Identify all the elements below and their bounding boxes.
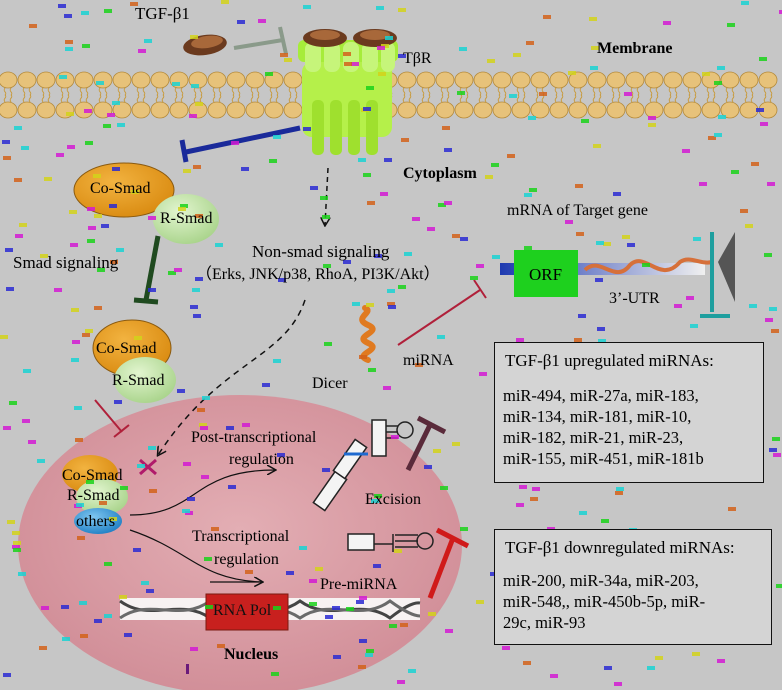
- membrane-label: Membrane: [597, 40, 673, 57]
- co-smad-label-2: Co-Smad: [96, 340, 157, 357]
- post-transcriptional-label-1: Post-transcriptional: [191, 429, 317, 446]
- smad-complex-2: [92, 319, 176, 403]
- tgf-label: TGF-β1: [135, 4, 190, 23]
- smad-signaling-inhibition: [133, 235, 161, 305]
- r-smad-label-3: R-Smad: [67, 487, 120, 504]
- mirna-label: miRNA: [403, 352, 454, 369]
- pre-mirna-inhibitor: [427, 527, 470, 599]
- upregulated-title: TGF-β1 upregulated miRNAs:: [505, 351, 714, 370]
- cross-marker: [139, 458, 157, 476]
- receptor-label: TβR: [403, 50, 432, 67]
- dicer-label: Dicer: [312, 375, 348, 392]
- post-transcriptional-label-2: regulation: [229, 451, 294, 468]
- excision-inhibitor: [405, 415, 447, 472]
- cytoplasm-label: Cytoplasm: [403, 165, 477, 182]
- dashed-arrow-nucleus: [158, 299, 306, 455]
- co-smad-label-1: Co-Smad: [90, 180, 151, 197]
- mrna-target: [500, 232, 735, 318]
- mrna-target-label: mRNA of Target gene: [507, 202, 648, 219]
- downregulated-mirnas-box: TGF-β1 downregulated miRNAs: miR-200, mi…: [494, 529, 772, 645]
- receptor-smad-inhibition: [179, 125, 301, 163]
- co-smad-label-3: Co-Smad: [62, 467, 123, 484]
- smad-red-inhibition: [94, 399, 130, 438]
- mirna-inhibition: [397, 279, 487, 346]
- pre-mirna-hairpin: [347, 532, 434, 552]
- upregulated-list: miR-494, miR-27a, miR-183, miR-134, miR-…: [503, 386, 704, 468]
- r-smad-label-1: R-Smad: [160, 210, 213, 227]
- transcriptional-label-2: regulation: [214, 551, 279, 568]
- pre-mirna-top: [312, 419, 414, 512]
- dicer-icon: [359, 305, 376, 363]
- utr-label: 3’-UTR: [609, 290, 660, 307]
- rna-pol-label: RNA Pol: [213, 602, 272, 619]
- r-smad-label-2: R-Smad: [112, 372, 165, 389]
- others-label: others: [76, 513, 116, 530]
- downregulated-title: TGF-β1 downregulated miRNAs:: [505, 538, 735, 557]
- excision-label: Excision: [365, 491, 421, 508]
- dna-helix: [119, 593, 421, 631]
- nucleus-label: Nucleus: [224, 646, 279, 663]
- transcriptional-arrow: [129, 529, 262, 582]
- non-smad-list: （Erks, JNK/p38, RhoA, PI3K/Akt）: [196, 266, 440, 283]
- smad-complex-3: [62, 455, 128, 534]
- non-smad-title: Non-smad signaling: [252, 242, 390, 261]
- smad-signaling-label: Smad signaling: [13, 253, 119, 272]
- tgf-ligand-icon: [183, 34, 227, 56]
- downregulated-list: miR-200, miR-34a, miR-203, miR-548,, miR…: [503, 571, 706, 632]
- transcriptional-label-1: Transcriptional: [192, 528, 290, 545]
- tgf-inhibition-arrow: [233, 26, 288, 55]
- post-transcriptional-arrow: [129, 470, 275, 516]
- orf-label: ORF: [529, 265, 563, 284]
- pre-mirna-label: Pre-miRNA: [320, 576, 398, 593]
- upregulated-mirnas-box: TGF-β1 upregulated miRNAs: miR-494, miR-…: [494, 342, 764, 483]
